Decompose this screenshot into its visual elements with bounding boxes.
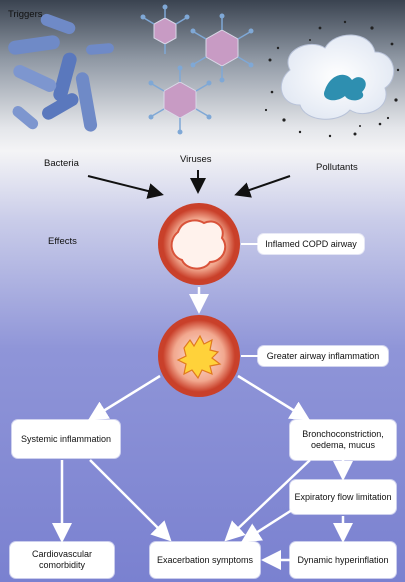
pollutant-cloud-icon — [280, 34, 395, 120]
pollutant-particles — [264, 20, 400, 138]
trigger-arrows — [87, 170, 291, 199]
effects-heading: Effects — [48, 236, 77, 247]
exacerbation-box: Exacerbation symptoms — [150, 542, 260, 578]
inflamed-airway-icon — [158, 203, 240, 285]
cardiovascular-box: Cardiovascular comorbidity — [10, 542, 114, 578]
greater-inflammation-box: Greater airway inflammation — [258, 346, 388, 366]
expiratory-flow-box: Expiratory flow limitation — [290, 480, 396, 514]
dynamic-hyperinflation-box: Dynamic hyperinflation — [290, 542, 396, 578]
effect-arrows — [52, 374, 353, 570]
viruses-label: Viruses — [180, 154, 212, 165]
virus-spikes — [143, 8, 251, 130]
bronchoconstriction-box: Bronchoconstriction, oedema, mucus — [290, 420, 396, 460]
greater-inflammation-icon — [158, 315, 240, 397]
bacteria-label: Bacteria — [44, 158, 79, 169]
pollutants-label: Pollutants — [316, 162, 358, 173]
triggers-heading: Triggers — [8, 9, 43, 20]
bacteria-icon — [8, 13, 114, 132]
systemic-inflammation-box: Systemic inflammation — [12, 420, 120, 458]
inflamed-airway-box: Inflamed COPD airway — [258, 234, 364, 254]
